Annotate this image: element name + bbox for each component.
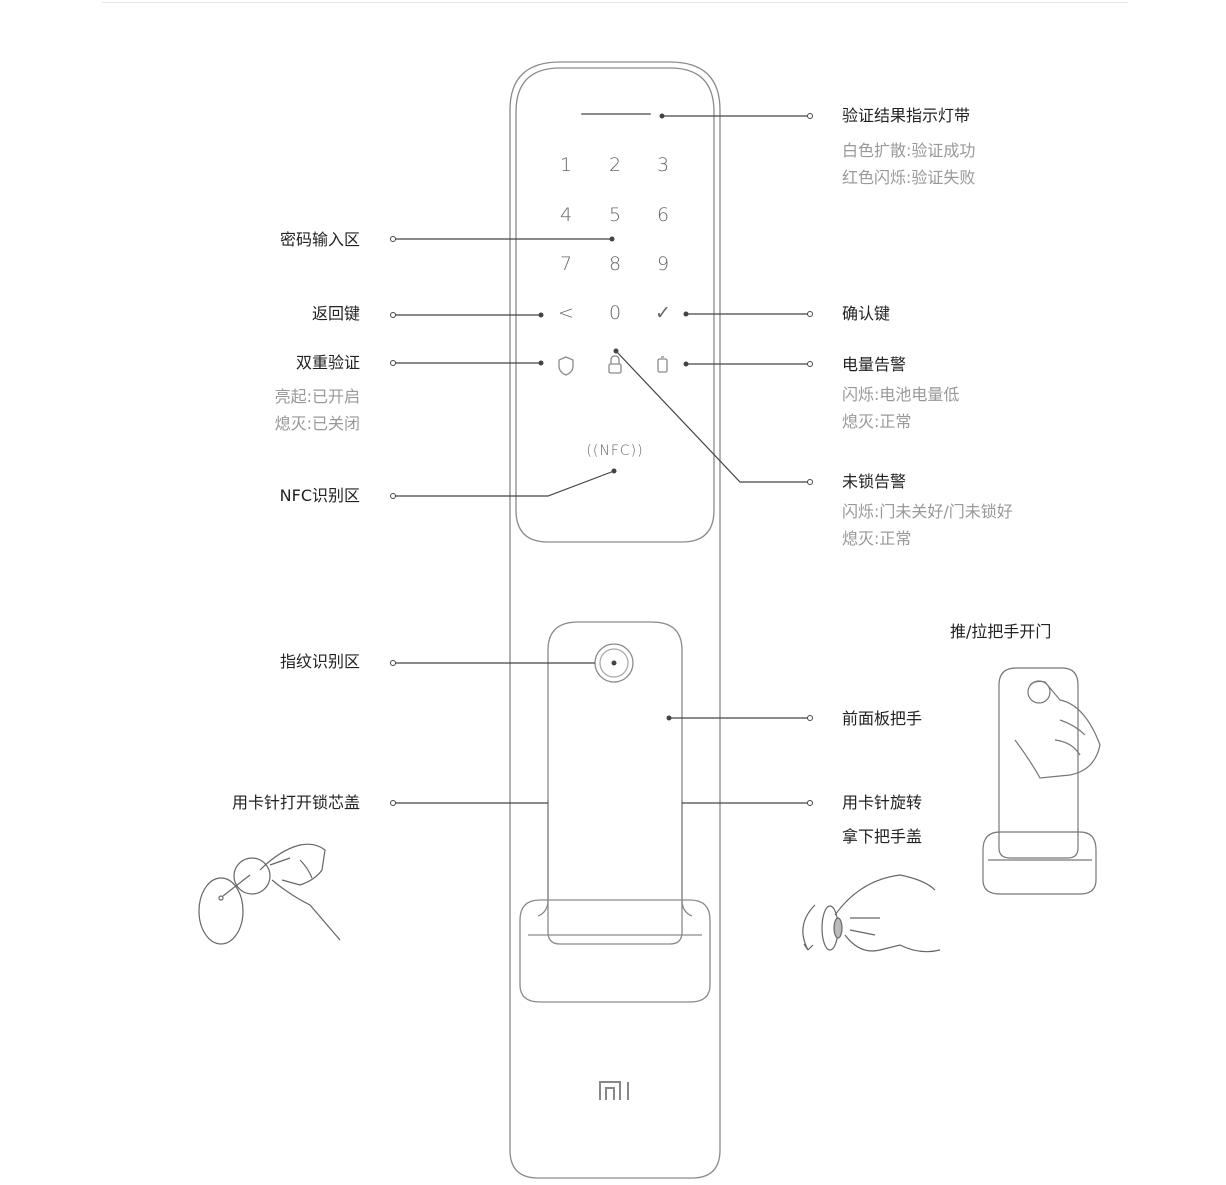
lock-body-outline [509, 61, 721, 1179]
dual-verify-on: 亮起:已开启 [274, 387, 360, 406]
label-pin-open-cover: 用卡针打开锁芯盖 [231, 793, 360, 812]
label-dual-verify: 双重验证 [295, 353, 360, 372]
dual-verify-off: 熄灭:已关闭 [274, 414, 360, 433]
pin-cover-illustration [198, 843, 341, 945]
label-fingerprint-area: 指纹识别区 [279, 652, 360, 671]
battery-low: 闪烁:电池电量低 [842, 385, 960, 404]
label-front-handle: 前面板把手 [842, 709, 923, 728]
label-indicator: 验证结果指示灯带 [842, 106, 971, 125]
leader-nfc [393, 470, 615, 497]
key-8[interactable]: 8 [608, 253, 622, 275]
unlock-alarm-normal: 熄灭:正常 [842, 529, 912, 548]
key-7[interactable]: 7 [559, 253, 573, 275]
key-0[interactable]: 0 [608, 302, 622, 324]
dual-verify-shield-icon [558, 356, 574, 376]
indicator-fail: 红色闪烁:验证失败 [842, 168, 976, 187]
handle-shadow-right [681, 800, 693, 917]
mi-logo-icon [599, 1081, 629, 1100]
battery-icon [657, 356, 668, 373]
key-1[interactable]: 1 [559, 154, 573, 176]
push-pull-illustration [982, 667, 1101, 895]
indicator-success: 白色扩散:验证成功 [842, 141, 976, 160]
key-5[interactable]: 5 [608, 204, 622, 226]
label-nfc-area: NFC识别区 [279, 486, 360, 505]
key-3[interactable]: 3 [656, 154, 670, 176]
leader-unlock [615, 350, 810, 483]
label-battery-alarm: 电量告警 [842, 355, 907, 374]
lock-status-icon [608, 355, 622, 374]
handle-outline [547, 621, 683, 945]
key-back[interactable]: < [558, 302, 574, 324]
top-divider [102, 2, 1128, 3]
nfc-mark: ((NFC)) [586, 443, 644, 459]
key-9[interactable]: 9 [656, 253, 670, 275]
key-confirm[interactable]: ✓ [655, 302, 671, 324]
battery-normal: 熄灭:正常 [842, 412, 912, 431]
label-push-pull: 推/拉把手开门 [950, 622, 1052, 641]
label-back-key: 返回键 [311, 304, 360, 323]
key-2[interactable]: 2 [608, 154, 622, 176]
key-4[interactable]: 4 [559, 204, 573, 226]
label-pin-rotate-1: 用卡针旋转 [842, 793, 923, 812]
label-keypad-area: 密码输入区 [279, 230, 360, 249]
logo-text: MI [596, 1077, 634, 1105]
label-confirm-key: 确认键 [842, 304, 891, 323]
label-pin-rotate-2: 拿下把手盖 [842, 827, 923, 846]
handle-shadow-left [537, 800, 549, 917]
key-6[interactable]: 6 [656, 204, 670, 226]
label-unlock-alarm: 未锁告警 [842, 472, 907, 491]
glass-panel-outline [515, 67, 715, 543]
unlock-alarm-flash: 闪烁:门未关好/门未锁好 [842, 502, 1013, 521]
pin-rotate-illustration [802, 874, 941, 953]
handle-base-outline [519, 899, 711, 1003]
